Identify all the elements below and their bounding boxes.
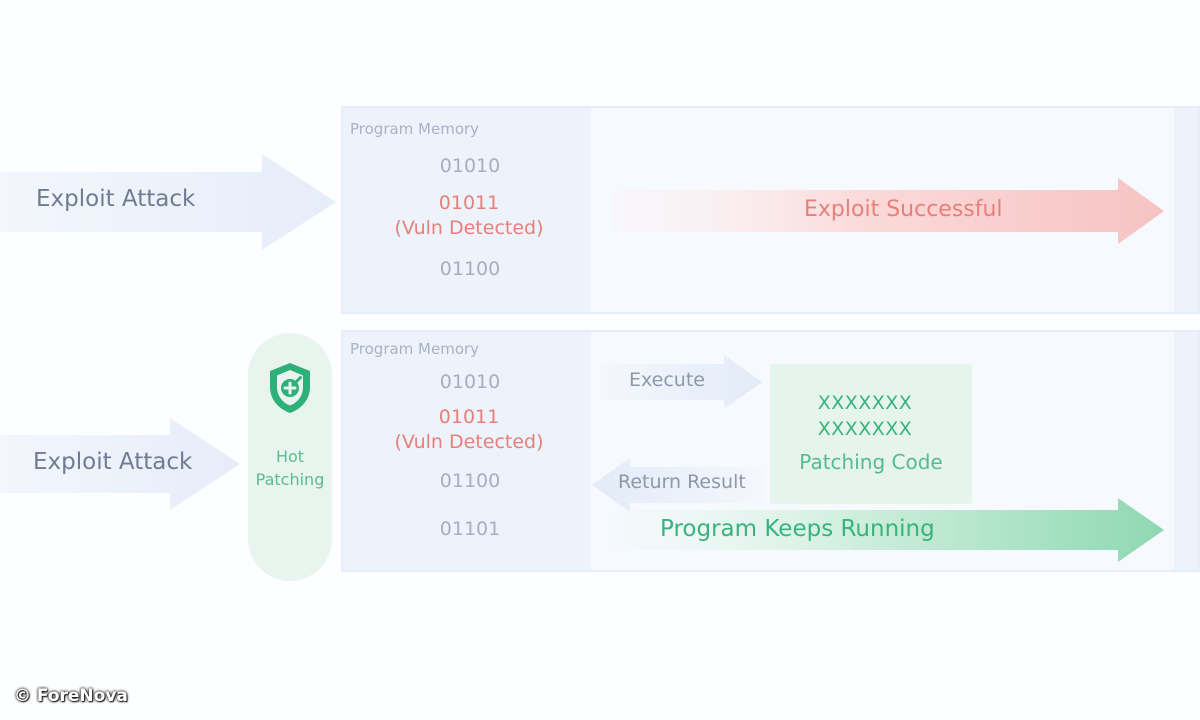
exploit-attack-arrow-top <box>0 154 336 250</box>
hot-label: Hot <box>275 447 305 466</box>
patching-code-label: Patching Code <box>799 450 943 474</box>
memory-column-top <box>343 108 591 312</box>
exploit-successful-arrow <box>612 178 1164 244</box>
memory-value-top-3: 01100 <box>439 258 501 280</box>
patch-line-2: XXXXXXX <box>817 418 913 440</box>
exploit-attack-label-bottom: Exploit Attack <box>33 449 193 475</box>
memory-title-top: Program Memory <box>350 120 480 138</box>
execute-label: Execute <box>629 369 705 391</box>
exploit-attack-label-top: Exploit Attack <box>36 186 196 212</box>
patching-label: Patching <box>255 470 325 489</box>
exploit-attack-arrow-bottom <box>0 418 240 510</box>
program-keeps-running-label: Program Keeps Running <box>660 516 935 542</box>
vuln-note-top: (Vuln Detected) <box>394 217 544 239</box>
return-result-label: Return Result <box>618 471 746 493</box>
memory-value-bottom-4: 01101 <box>439 518 501 540</box>
forenova-credit: © ForeNova <box>14 686 128 706</box>
patching-code-box <box>770 364 972 504</box>
program-keeps-running-arrow <box>612 498 1164 562</box>
vuln-note-bottom: (Vuln Detected) <box>394 431 544 453</box>
memory-value-top-1: 01010 <box>439 155 501 177</box>
vuln-code-top: 01011 <box>438 192 500 214</box>
patch-line-1: XXXXXXX <box>817 392 913 414</box>
exploit-successful-label: Exploit Successful <box>804 197 1003 222</box>
memory-column-bottom <box>343 332 591 570</box>
execute-arrow <box>600 355 762 409</box>
return-result-arrow <box>592 458 762 512</box>
memory-value-bottom-1: 01010 <box>439 371 501 393</box>
vuln-code-bottom: 01011 <box>438 406 500 428</box>
shield-plus-icon <box>270 363 310 413</box>
memory-title-bottom: Program Memory <box>350 340 480 358</box>
memory-value-bottom-3: 01100 <box>439 470 501 492</box>
